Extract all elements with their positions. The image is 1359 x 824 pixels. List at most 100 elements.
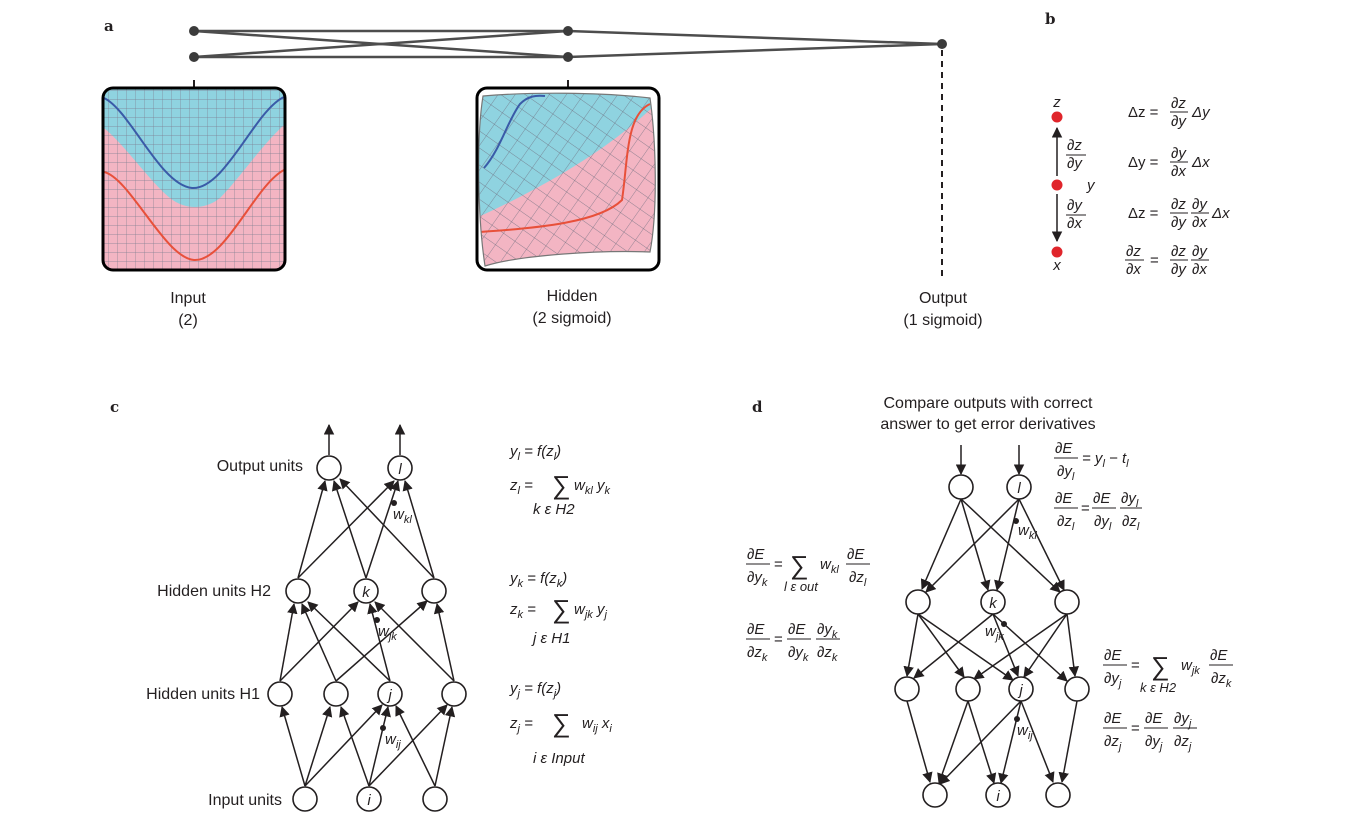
eq3-lhs: Δz = — [1128, 205, 1159, 222]
input-unit — [292, 786, 318, 812]
weight-dot — [1013, 518, 1019, 524]
frac-den-zl: ∂zl — [1057, 513, 1075, 533]
term-wij-xi: wij xi — [582, 715, 612, 735]
h1-unit — [267, 681, 293, 707]
h2-unit — [905, 589, 931, 615]
edge-out-h2 — [925, 498, 1020, 593]
node-x — [1051, 246, 1063, 258]
node-j-label: j — [386, 687, 392, 704]
frac-num-yl: ∂yl — [1121, 490, 1139, 510]
eq4-den: ∂x — [1126, 261, 1141, 278]
output-unit — [948, 474, 974, 500]
frac-num: ∂E — [1145, 710, 1163, 727]
forward-equations: yl = f(zl) zl = ∑ wkl yk k ε H2 yk = f(z… — [509, 443, 612, 767]
weight-dot — [1014, 716, 1020, 722]
weight-jk: wjk — [985, 623, 1004, 643]
edge-h1-h2 — [279, 602, 298, 682]
input-unit — [922, 782, 948, 808]
frac-den-yk: ∂yk — [747, 569, 768, 589]
frac-den-yj: ∂yj — [1104, 670, 1122, 690]
frac-num: ∂E — [1055, 440, 1073, 457]
edge-in-h1 — [339, 706, 370, 787]
edge-h2-out — [402, 479, 435, 579]
eq2-den: ∂x — [1171, 163, 1186, 180]
edge-h1-out — [567, 29, 943, 46]
node-l-label: l — [398, 461, 402, 478]
weight-kl: wkl — [393, 506, 412, 526]
input-space-plot — [101, 86, 287, 272]
edge-h1-h2 — [374, 601, 455, 682]
frac-dx: ∂x — [1067, 215, 1082, 232]
red-curve — [104, 169, 284, 262]
output-label: Output — [919, 290, 968, 307]
panel-a-network — [189, 26, 947, 276]
edge-in-h1 — [368, 704, 448, 787]
h2-unit — [285, 578, 311, 604]
hidden-grid — [478, 93, 656, 266]
frac-den-zk: ∂zk — [817, 644, 838, 664]
node-y — [1051, 179, 1063, 191]
edge-h2-h1 — [917, 613, 1014, 681]
edge-h1-h2 — [433, 602, 455, 682]
edge-h2-h1 — [1066, 613, 1079, 678]
edge-in-h1 — [304, 705, 333, 787]
input-plot-frame — [101, 86, 287, 272]
caption-line-1: Compare outputs with correct — [884, 395, 1094, 412]
weight-dot — [1001, 621, 1007, 627]
node-i-label: i — [367, 792, 371, 809]
eq4-den1: ∂y — [1171, 261, 1187, 278]
node-k-label: k — [362, 584, 371, 601]
panel-b-label: b — [1045, 10, 1056, 28]
hidden-plot-frame — [475, 86, 661, 272]
edge-h1-in — [1020, 700, 1055, 783]
input-unit — [1045, 782, 1071, 808]
output-unit — [316, 455, 342, 481]
edge-out-h2 — [920, 498, 962, 590]
edge-h2-h1 — [913, 613, 994, 679]
node-z — [1051, 111, 1063, 123]
edge-h2-h1 — [903, 613, 919, 678]
h1-unit — [323, 681, 349, 707]
edge-h2-out — [365, 480, 401, 579]
hidden-space-plot — [475, 86, 661, 272]
sum-symbol: ∑ — [552, 594, 571, 624]
eq2-num: ∂y — [1171, 145, 1187, 162]
frac-num: ∂E — [1093, 490, 1111, 507]
eq-sign: = — [1131, 657, 1140, 674]
input-label: Input — [170, 290, 206, 307]
h2-unit-k — [353, 578, 379, 604]
eq-yl: yl = f(zl) — [509, 443, 561, 463]
eq-sign: = — [774, 631, 783, 648]
h1-unit-j — [377, 681, 403, 707]
eq3-den1: ∂y — [1171, 214, 1187, 231]
eq-sign: = — [1081, 500, 1090, 517]
eq-dE-dyl-rhs: = yl − tl — [1082, 450, 1129, 470]
term-wkl-yk: wkl yk — [574, 477, 610, 497]
eq3-tail: Δx — [1211, 205, 1230, 222]
term-wkl: wkl — [820, 556, 839, 576]
hidden-node-1 — [563, 26, 573, 36]
eq1-num: ∂z — [1171, 95, 1186, 112]
edge-h1-in — [906, 700, 933, 784]
edge-h2-out — [567, 42, 943, 59]
caption-line-2: answer to get error derivatives — [880, 416, 1095, 433]
frac-den-yj: ∂yj — [1145, 733, 1163, 753]
edge-h2-out — [297, 480, 395, 579]
edge-h2-out — [331, 480, 367, 579]
edge-h1-in — [939, 700, 1022, 785]
eq2-tail: Δx — [1191, 154, 1210, 171]
frac-dz: ∂z — [1067, 137, 1082, 154]
h2-unit — [1054, 589, 1080, 615]
term-wjk-yj: wjk yj — [574, 601, 607, 621]
range-j-h1: j ε H1 — [531, 630, 570, 647]
sum-symbol: ∑ — [790, 550, 809, 580]
forward-pass-network: l k j i wkl wjk wij — [267, 423, 467, 812]
frac-den-yl: ∂yl — [1057, 463, 1075, 483]
red-curve — [479, 103, 651, 233]
output-units-label: Output units — [217, 458, 303, 475]
range-l-out: l ε out — [784, 579, 819, 594]
eq-sign: = — [774, 556, 783, 573]
frac-dy: ∂y — [1067, 197, 1083, 214]
edge-h2-h1 — [973, 613, 1068, 680]
edge-in-h1 — [279, 705, 306, 787]
